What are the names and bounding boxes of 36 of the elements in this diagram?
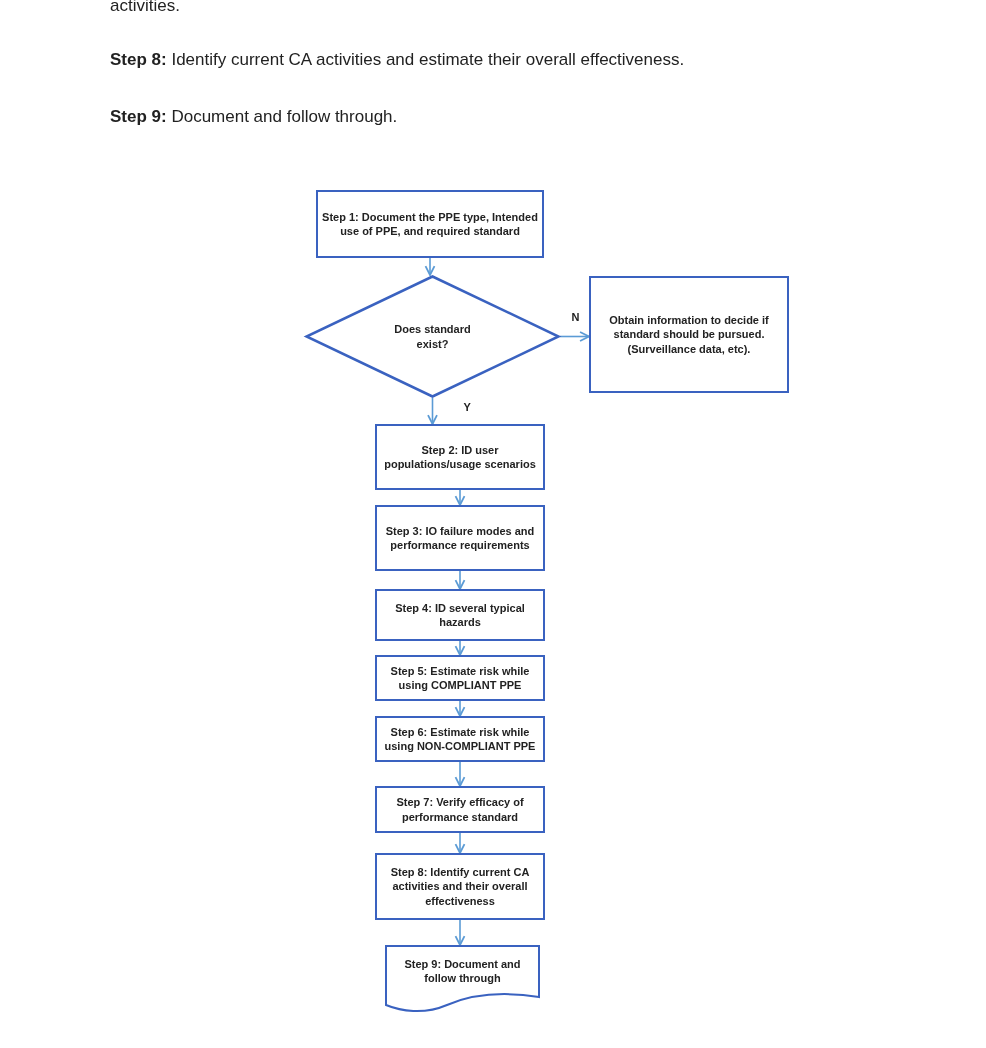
arrow <box>454 489 466 506</box>
decision-diamond <box>305 275 560 398</box>
box-text: Step 1: Document the PPE type, Intended use of PPE, and required standard <box>321 209 539 239</box>
process-box <box>375 786 545 833</box>
box-text: Step 3: IO failure modes and performance requirements <box>384 523 536 553</box>
process-box <box>375 655 545 701</box>
process-box <box>375 853 545 920</box>
arrow <box>454 761 466 787</box>
arrow <box>454 640 466 656</box>
step-description: Step 8: Identify current CA activities and estimate their overall effectiveness. <box>110 50 685 70</box>
edge-label: Y <box>462 401 472 414</box>
arrow <box>454 832 466 854</box>
arrow <box>424 257 436 276</box>
box-text: Step 6: Estimate risk while using NON-COMPLIANT PPE <box>383 724 537 754</box>
box-text: Step 8: Identify current CA activities and their overall effectiveness <box>389 865 531 908</box>
box-text: Step 7: Verify efficacy of performance standard <box>395 795 525 824</box>
box-text: Step 9: Document and follow through <box>403 957 522 986</box>
arrow <box>559 331 590 342</box>
arrow <box>427 397 438 425</box>
edge-label: N <box>570 310 581 323</box>
process-box <box>375 424 545 490</box>
arrow <box>454 700 466 717</box>
process-box <box>589 276 789 393</box>
arrow <box>454 570 466 590</box>
process-box <box>375 589 545 641</box>
process-box <box>375 716 545 762</box>
arrow <box>454 919 466 946</box>
box-text: Obtain information to decide if standard should be pursued. (Surveillance data, etc). <box>608 313 770 356</box>
process-box <box>375 505 545 571</box>
box-text: Step 4: ID several typical hazards <box>394 600 526 630</box>
box-text: Step 5: Estimate risk while using COMPLIANT PPE <box>389 663 531 693</box>
box-text: Step 2: ID user populations/usage scenarios <box>383 442 537 472</box>
step-description: Step 9: Document and follow through. <box>110 107 398 127</box>
document-shape <box>385 945 540 1013</box>
box-text: Does standard exist? <box>393 322 472 351</box>
process-box <box>316 190 544 258</box>
